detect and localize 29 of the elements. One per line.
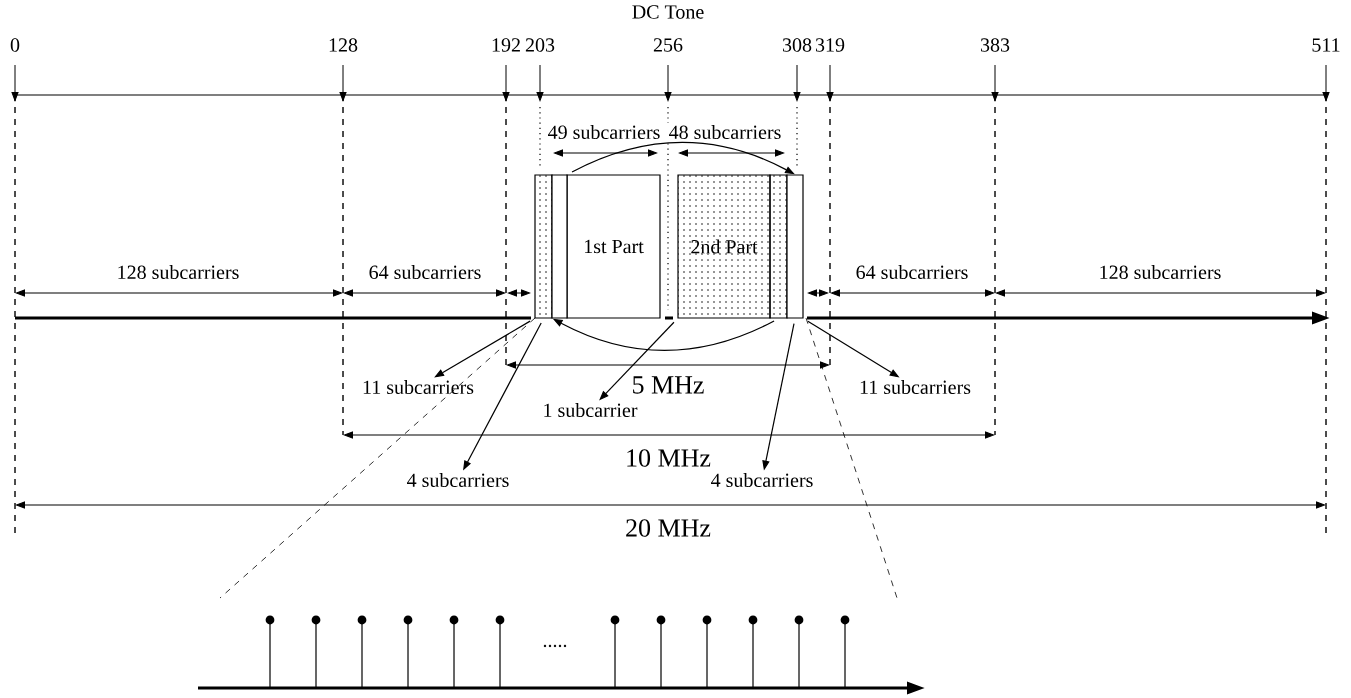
- guard-strip: [786, 174, 804, 319]
- dimension-label: 64 subcarriers: [853, 262, 971, 282]
- dimension-label: 128 subcarriers: [1096, 262, 1224, 282]
- tone-label: DC Tone: [629, 3, 707, 21]
- tick-number: 128: [326, 36, 360, 54]
- ellipsis: .....: [540, 642, 570, 650]
- part-box: 2nd Part: [677, 174, 771, 319]
- curved-arrow: [571, 141, 795, 175]
- dimension-label: 48 subcarriers: [666, 122, 784, 142]
- tick-number: 0: [8, 36, 22, 54]
- tick-number: 308: [780, 36, 814, 54]
- annotation-text: 4 subcarriers: [407, 472, 509, 488]
- dimension-label: 49 subcarriers: [545, 122, 663, 142]
- bandwidth-label: 20 MHz: [623, 517, 713, 539]
- annotation-text: 1 subcarrier: [544, 402, 638, 418]
- annotation-text: 11 subcarriers: [860, 379, 971, 395]
- bandwidth-label: 5 MHz: [629, 374, 707, 396]
- dimension-label: 128 subcarriers: [114, 262, 242, 282]
- tick-number: 203: [523, 36, 557, 54]
- tick-number: 319: [813, 36, 847, 54]
- tick-number: 383: [978, 36, 1012, 54]
- dimension-label: 64 subcarriers: [366, 262, 484, 282]
- tick-number: 256: [651, 36, 685, 54]
- bandwidth-label: 10 MHz: [623, 447, 713, 469]
- tick-number: 192: [489, 36, 523, 54]
- tick-number: 511: [1309, 36, 1343, 54]
- guard-strip: [551, 174, 568, 319]
- annotation-text: 11 subcarriers: [363, 379, 474, 395]
- annotation-text: 4 subcarriers: [711, 472, 813, 488]
